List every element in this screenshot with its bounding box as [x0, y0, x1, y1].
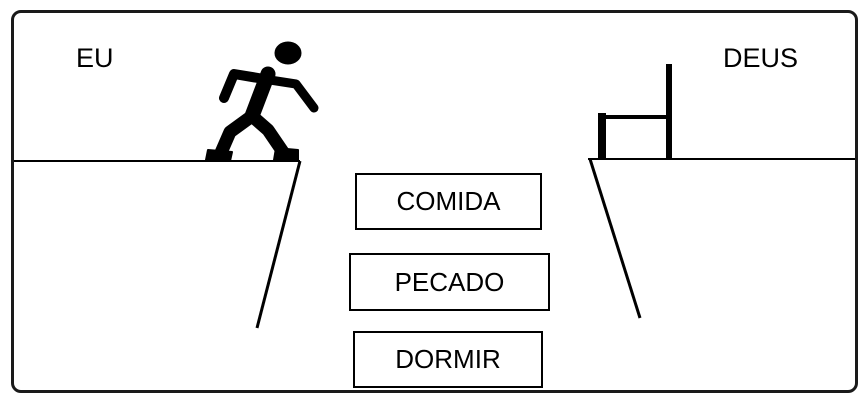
gap-item-dormir: DORMIR: [353, 331, 543, 388]
right-cliff-edge: [588, 158, 642, 319]
walking-person-icon: [205, 41, 319, 162]
left-cliff-edge: [255, 160, 302, 329]
right-label: DEUS: [723, 43, 799, 73]
gap-item-pecado: PECADO: [349, 253, 550, 311]
left-label: EU: [76, 43, 114, 73]
chair-icon: [598, 64, 672, 158]
gap-item-comida: COMIDA: [355, 173, 542, 230]
